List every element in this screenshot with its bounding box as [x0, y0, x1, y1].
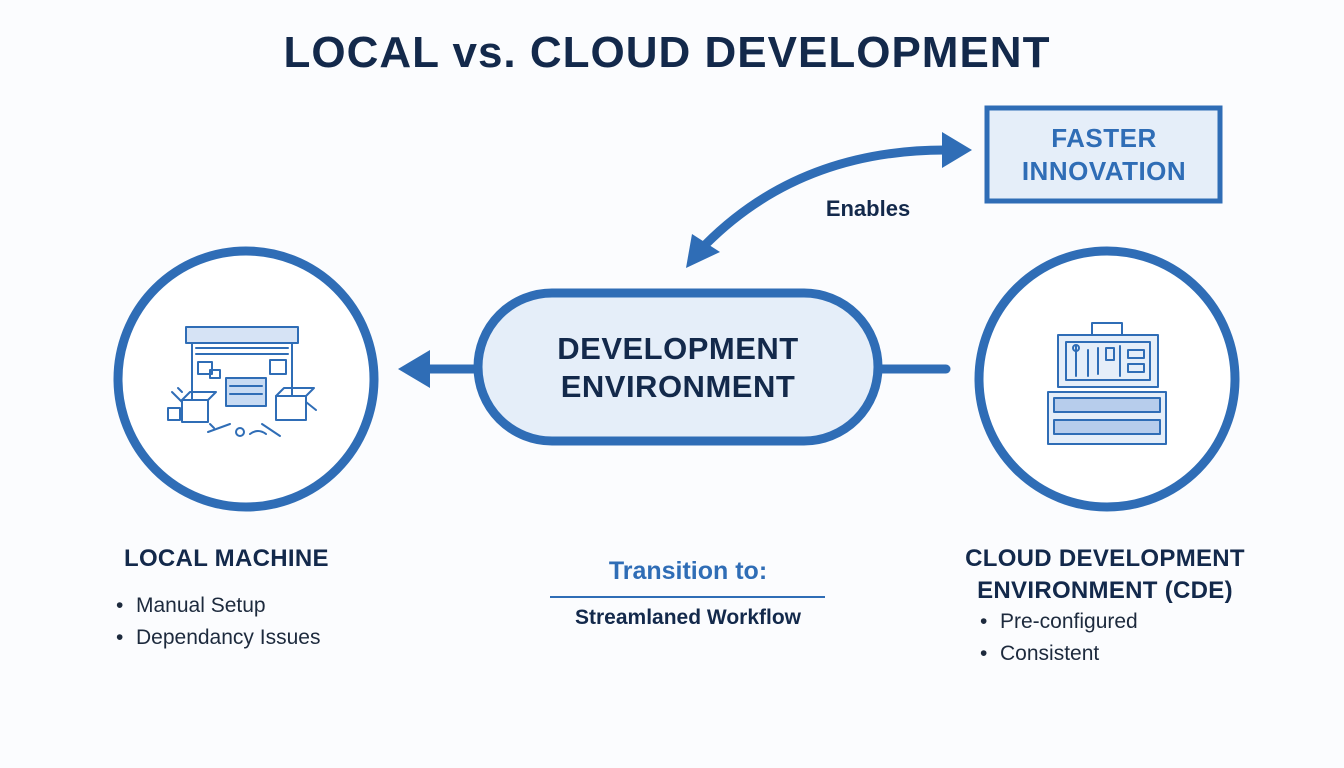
list-item: Manual Setup [116, 590, 320, 622]
cloud-environment-bullets: Pre-configured Consistent [980, 606, 1138, 670]
development-environment-node [473, 288, 883, 446]
transition-value: Streamlaned Workflow [575, 606, 801, 629]
local-machine-heading: LOCAL MACHINE [124, 545, 329, 572]
list-item: Dependancy Issues [116, 622, 320, 654]
arrow-to-local [398, 350, 485, 388]
development-environment-label: DEVELOPMENT ENVIRONMENT [557, 331, 799, 404]
cloud-environment-heading: CLOUD DEVELOPMENT ENVIRONMENT (CDE) [965, 545, 1245, 604]
organized-toolbox-icon [1047, 322, 1167, 445]
diagram-title: LOCAL vs. CLOUD DEVELOPMENT [283, 28, 1051, 77]
local-machine-bullets: Manual Setup Dependancy Issues [116, 590, 320, 654]
enables-edge-label: Enables [825, 196, 911, 221]
transition-label: Transition to: [608, 557, 768, 585]
faster-innovation-node [984, 105, 1223, 204]
transition-divider [550, 596, 825, 598]
enables-curved-arrow [686, 132, 972, 268]
cluttered-workshop-icon [167, 326, 317, 437]
list-item: Consistent [980, 638, 1138, 670]
faster-innovation-label: FASTER INNOVATION [1021, 123, 1187, 186]
list-item: Pre-configured [980, 606, 1138, 638]
